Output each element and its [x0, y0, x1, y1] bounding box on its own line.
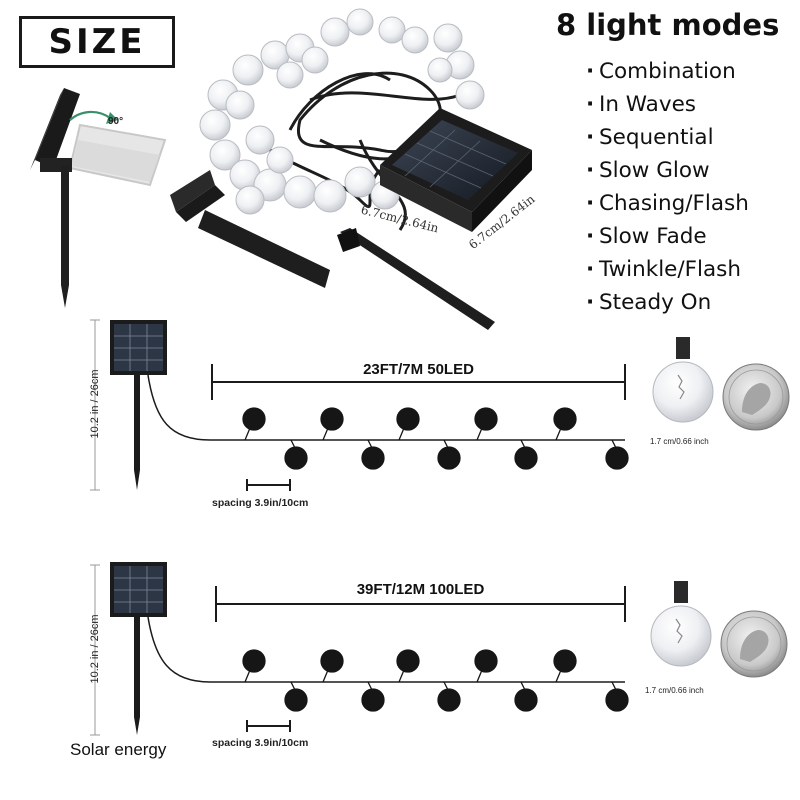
mode-item: ·In Waves: [586, 92, 697, 117]
mode-item: ·Slow Fade: [586, 224, 707, 249]
solar-energy-label: Solar energy: [70, 740, 167, 759]
led-bulb: [437, 688, 461, 712]
led-bulb: [474, 407, 498, 431]
led-bulb: [396, 407, 420, 431]
size-heading: SIZE: [19, 16, 175, 68]
led-bulb: [361, 688, 385, 712]
led-bulb: [605, 688, 629, 712]
variant-2-bulb-size-label: 1.7 cm/0.66 inch: [645, 686, 704, 695]
light-modes-list: ·Combination ·In Waves ·Sequential ·Slow…: [586, 55, 749, 319]
led-bulb: [242, 649, 266, 673]
mode-item: ·Steady On: [586, 290, 712, 315]
led-bulbs: [242, 407, 629, 470]
string-wire: [147, 374, 625, 441]
mode-item: ·Combination: [586, 59, 736, 84]
solar-panel-stake: [110, 320, 167, 490]
led-bulb: [242, 407, 266, 431]
led-bulb: [361, 446, 385, 470]
bulb-closeup: [652, 337, 714, 423]
variant-2-length-label: 39FT/12M 100LED: [356, 581, 485, 598]
variant-1-bulb-size-label: 1.7 cm/0.66 inch: [650, 437, 709, 446]
led-bulb: [514, 688, 538, 712]
light-modes-title: 8 light modes: [556, 8, 780, 42]
mode-item: ·Twinkle/Flash: [586, 257, 741, 282]
led-bulb: [514, 446, 538, 470]
led-bulb: [437, 446, 461, 470]
led-bulb: [553, 407, 577, 431]
solar-panel-stake: [110, 562, 167, 735]
led-bulb: [284, 446, 308, 470]
string-wire: [147, 616, 625, 683]
variant-2-height-label: 10.2 in / 26cm: [89, 614, 101, 684]
led-bulbs: [242, 649, 629, 712]
led-bulb: [553, 649, 577, 673]
mode-item: ·Chasing/Flash: [586, 191, 749, 216]
bulb-closeup: [650, 581, 712, 667]
mode-item: ·Sequential: [586, 125, 714, 150]
variant-1-spacing-label: spacing 3.9in/10cm: [212, 497, 309, 509]
led-bulb: [320, 407, 344, 431]
variant-2-spacing-label: spacing 3.9in/10cm: [212, 737, 309, 749]
quarter-coin: [722, 363, 790, 431]
led-bulb: [474, 649, 498, 673]
led-bulb: [605, 446, 629, 470]
mode-item: ·Slow Glow: [586, 158, 710, 183]
led-bulb: [320, 649, 344, 673]
tilt-angle-label: 90°: [108, 116, 124, 127]
variant-1-length-label: 23FT/7M 50LED: [363, 361, 474, 378]
led-bulb: [284, 688, 308, 712]
led-bulb: [396, 649, 420, 673]
quarter-coin: [720, 610, 788, 678]
